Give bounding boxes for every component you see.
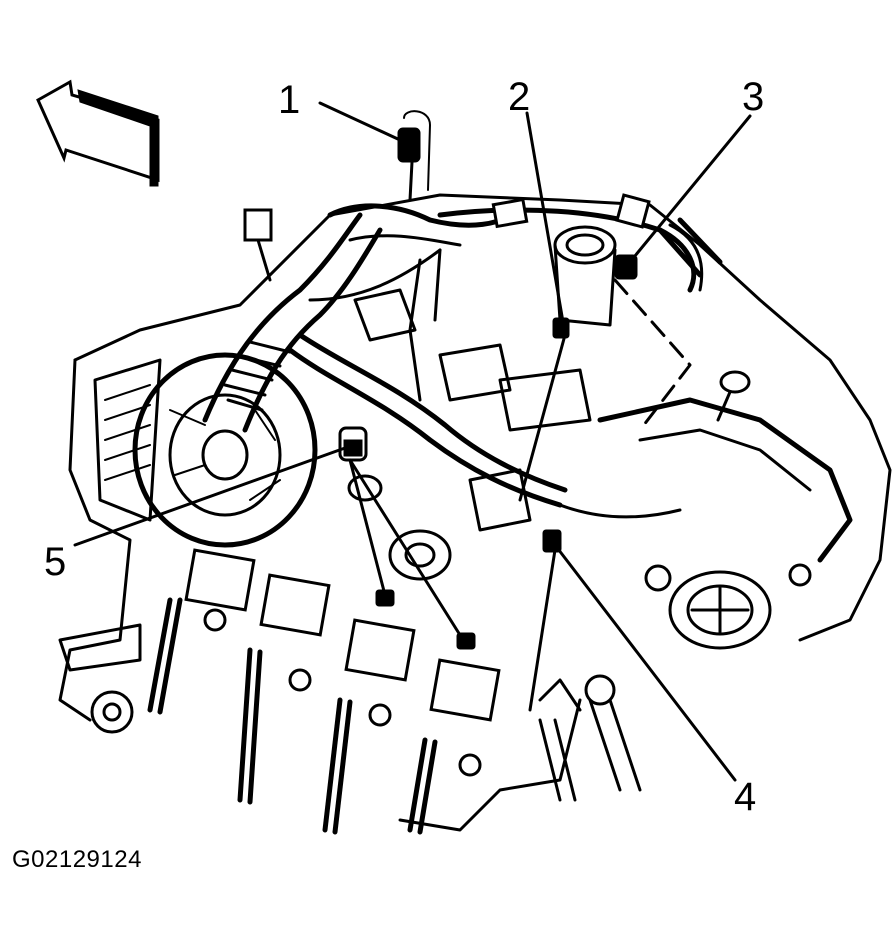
connector-1 (397, 110, 431, 202)
ignition-coils (184, 548, 501, 777)
figure-id-label: G02129124 (12, 846, 142, 873)
callout-5: 5 (44, 540, 66, 584)
throttle-body (644, 563, 812, 650)
connector-2 (552, 317, 570, 339)
callout-2: 2 (508, 75, 530, 119)
spark-plug-wires (147, 597, 438, 835)
reservoir-cap (553, 225, 617, 327)
wiring-harness (287, 248, 682, 519)
connector-5 (338, 426, 368, 462)
connector-bottom-right (456, 632, 476, 650)
callout-4: 4 (734, 775, 756, 819)
engine-illustration (58, 193, 892, 835)
front-direction-arrow-icon (36, 79, 160, 187)
leader-lines (73, 101, 752, 782)
alternator (93, 352, 318, 548)
corrugated-hose (202, 212, 383, 433)
callout-1: 1 (278, 78, 300, 122)
callout-3: 3 (742, 75, 764, 119)
